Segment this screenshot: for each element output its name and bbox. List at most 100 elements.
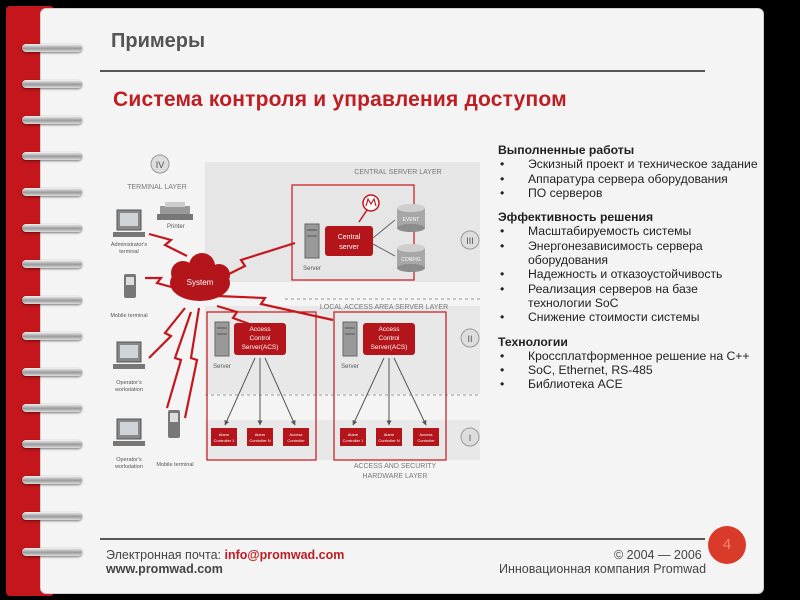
device-label: Operator's <box>116 380 142 386</box>
connector-line <box>372 219 396 239</box>
binder-ring <box>22 224 82 232</box>
layer-numeral: IV <box>156 160 165 170</box>
device-label: Administrator's <box>111 242 147 248</box>
binder-ring <box>22 476 82 484</box>
central-layer-band <box>205 162 480 282</box>
device-label: Mobile terminal <box>110 313 147 319</box>
footer-copyright: © 2004 — 2006 <box>614 548 702 562</box>
computer-icon <box>113 341 145 369</box>
local-server-outline <box>333 311 447 461</box>
computer-icon <box>113 418 145 446</box>
network-cloud-icon <box>170 253 230 301</box>
controller-label: Alarm <box>348 432 359 437</box>
controller-label: Controller 1 <box>343 438 364 443</box>
device-label: workstation <box>114 387 143 393</box>
layer-numeral-badge <box>460 230 480 250</box>
list-item: Масштабируемость системы <box>498 224 763 239</box>
layer-numeral-badge <box>460 328 480 348</box>
server-label: Server <box>213 364 231 370</box>
section-title: Примеры <box>111 30 206 52</box>
list-item: Библиотека ACE <box>498 377 763 392</box>
system-architecture-diagram: IV TERMINAL LAYER CENTRAL SERVER LAYER I… <box>110 154 480 480</box>
layer-label: TERMINAL LAYER <box>127 184 187 191</box>
computer-icon <box>113 209 145 237</box>
central-server-outline <box>291 184 415 281</box>
binder-ring <box>22 440 82 448</box>
binder-ring <box>22 152 82 160</box>
binder-ring <box>22 188 82 196</box>
footer-divider <box>100 538 705 540</box>
database-label: EVENT <box>403 217 420 223</box>
footer-email-label: Электронная почта: <box>106 548 222 562</box>
email-link[interactable]: info@promwad.com <box>224 548 345 562</box>
controller-label: Access <box>420 432 433 437</box>
acs-label: Control <box>379 335 401 342</box>
list-item: Эскизный проект и техническое задание <box>498 157 763 172</box>
cloud-label: System <box>187 278 214 287</box>
controller-box <box>376 428 402 446</box>
binder-ring <box>22 548 82 556</box>
central-server-label: Central <box>338 234 361 241</box>
feature-list: Выполненные работы Эскизный проект и тех… <box>498 143 763 402</box>
acs-label: Server(ACS) <box>242 344 279 351</box>
controller-box <box>283 428 309 446</box>
central-server-box <box>325 226 373 256</box>
layer-numeral: III <box>466 236 474 246</box>
controller-label: Controller <box>287 438 305 443</box>
layer-numeral-badge <box>460 427 480 447</box>
binder-ring <box>22 296 82 304</box>
layer-label: HARDWARE LAYER <box>363 473 428 480</box>
acs-box <box>363 323 415 355</box>
acs-label: Access <box>250 326 272 333</box>
connector-arrows <box>224 357 427 426</box>
list-item: Энергонезависимость сервера оборудования <box>498 239 763 268</box>
controller-box <box>413 428 439 446</box>
list-item: SoC, Ethernet, RS-485 <box>498 363 763 378</box>
server-icon <box>214 321 230 357</box>
controller-box <box>247 428 273 446</box>
layer-label: CENTRAL SERVER LAYER <box>354 169 441 176</box>
database-icon <box>397 244 425 272</box>
binder-ring <box>22 404 82 412</box>
list-item: Снижение стоимости системы <box>498 310 763 325</box>
connector-line <box>372 243 396 257</box>
binder-ring <box>22 80 82 88</box>
central-server-label: server <box>339 244 359 251</box>
controller-box <box>340 428 366 446</box>
layer-label: LOCAL ACCESS AREA SERVER LAYER <box>320 304 448 311</box>
connector-line <box>358 209 368 223</box>
device-label: Operator's <box>116 457 142 463</box>
list-item: Надежность и отказоустойчивость <box>498 267 763 282</box>
list-item: Аппаратура сервера оборудования <box>498 172 763 187</box>
logo-icon <box>365 197 377 207</box>
server-icon <box>304 223 320 259</box>
server-icon <box>342 321 358 357</box>
controller-label: Controller N <box>249 438 270 443</box>
database-icon <box>397 204 425 232</box>
controller-label: Controller <box>417 438 435 443</box>
controller-label: Alarm <box>219 432 230 437</box>
acs-label: Access <box>379 326 401 333</box>
acs-box <box>234 323 286 355</box>
controller-label: Controller 1 <box>214 438 235 443</box>
database-label: CONFIG <box>401 257 421 263</box>
local-server-outline <box>206 311 317 461</box>
controller-label: Access <box>290 432 303 437</box>
device-label: terminal <box>119 249 139 255</box>
binder-ring <box>22 116 82 124</box>
binder-ring <box>22 260 82 268</box>
footer-company: Инновационная компания Promwad <box>499 562 707 576</box>
group-heading: Технологии <box>498 334 568 349</box>
group-heading: Выполненные работы <box>498 143 635 157</box>
website-link[interactable]: www.promwad.com <box>106 562 223 576</box>
device-label: Mobile terminal <box>156 462 193 468</box>
layer-numeral: II <box>467 334 472 344</box>
server-label: Server <box>303 266 321 272</box>
binder-ring <box>22 44 82 52</box>
printer-icon <box>157 202 193 220</box>
device-label: Printer <box>167 224 185 230</box>
acs-label: Control <box>250 335 272 342</box>
controller-label: Alarm <box>384 432 395 437</box>
layer-numeral: I <box>469 433 472 443</box>
footer-email: Электронная почта: info@promwad.com <box>106 548 344 562</box>
